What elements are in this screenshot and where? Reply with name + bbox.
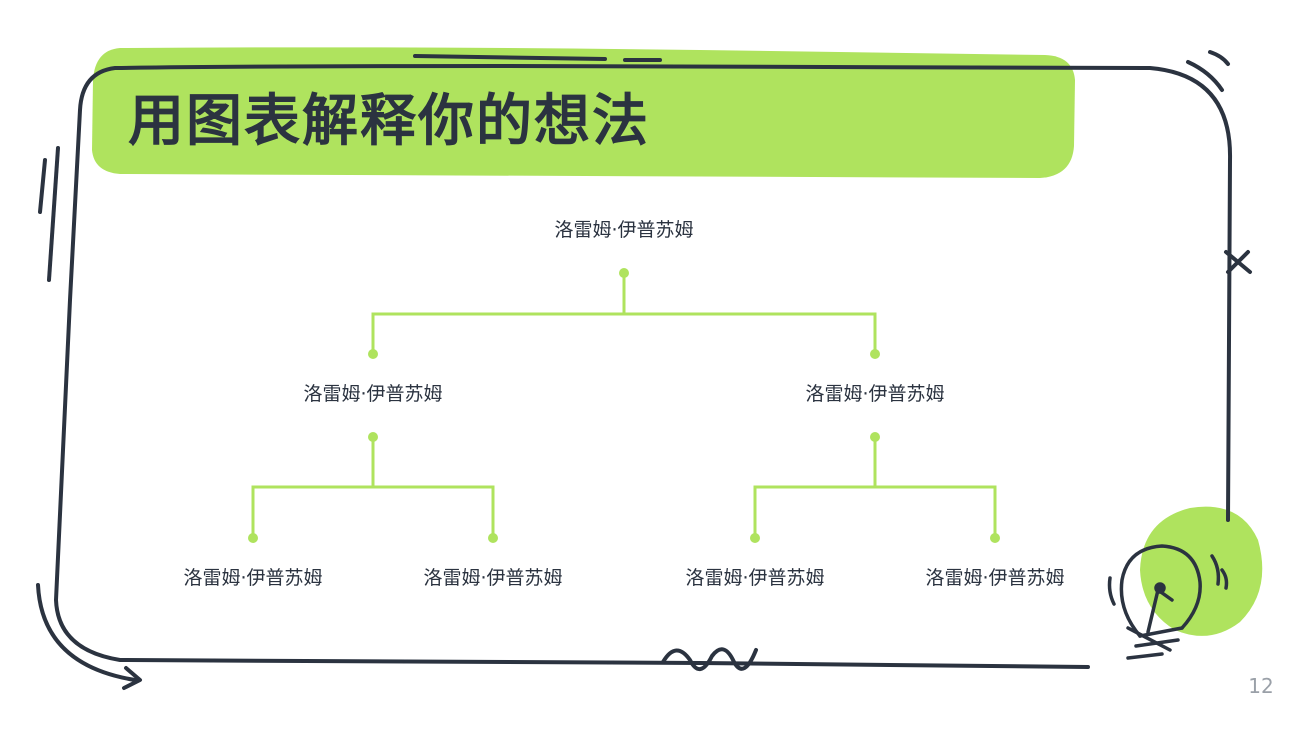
connector-left-bar bbox=[251, 485, 495, 538]
connector-dot bbox=[488, 533, 498, 543]
connector-level1-bar bbox=[371, 312, 877, 354]
curved-arrow-icon bbox=[36, 583, 137, 682]
arrow-head bbox=[122, 666, 142, 690]
level3-node-4-label: 洛雷姆·伊普苏姆 bbox=[925, 567, 1065, 589]
frame-top-stroke bbox=[413, 54, 607, 61]
frame-outline bbox=[54, 64, 1233, 669]
frame-corner-accent-2 bbox=[1208, 50, 1230, 66]
connector-dot bbox=[368, 349, 378, 359]
connector-dot bbox=[368, 432, 378, 442]
connector-dot bbox=[619, 268, 629, 278]
cross-mark-icon bbox=[1224, 250, 1252, 274]
hierarchy-connectors bbox=[251, 273, 997, 538]
slide-title: 用图表解释你的想法 bbox=[128, 89, 650, 154]
connector-right-bar bbox=[753, 485, 997, 538]
lightbulb-blob bbox=[1140, 506, 1263, 636]
level3-node-3-label: 洛雷姆·伊普苏姆 bbox=[685, 567, 825, 589]
squiggle-decoration bbox=[661, 647, 758, 671]
frame-left-tick-2 bbox=[38, 158, 47, 214]
level2-node-left-label: 洛雷姆·伊普苏姆 bbox=[303, 383, 443, 405]
connector-dot bbox=[870, 432, 880, 442]
connector-dot bbox=[750, 533, 760, 543]
level3-node-1-label: 洛雷姆·伊普苏姆 bbox=[183, 567, 323, 589]
connector-dot bbox=[870, 349, 880, 359]
title-highlight-blob bbox=[92, 47, 1075, 179]
level2-node-right-label: 洛雷姆·伊普苏姆 bbox=[805, 383, 945, 405]
lightbulb-icon bbox=[1107, 544, 1229, 660]
frame-corner-accent bbox=[1186, 60, 1224, 92]
page-number: 12 bbox=[1248, 674, 1274, 698]
level3-node-2-label: 洛雷姆·伊普苏姆 bbox=[423, 567, 563, 589]
connector-dots bbox=[248, 268, 1000, 543]
connector-dot bbox=[990, 533, 1000, 543]
frame-left-tick bbox=[47, 146, 60, 282]
root-node-label: 洛雷姆·伊普苏姆 bbox=[554, 219, 694, 241]
connector-dot bbox=[248, 533, 258, 543]
